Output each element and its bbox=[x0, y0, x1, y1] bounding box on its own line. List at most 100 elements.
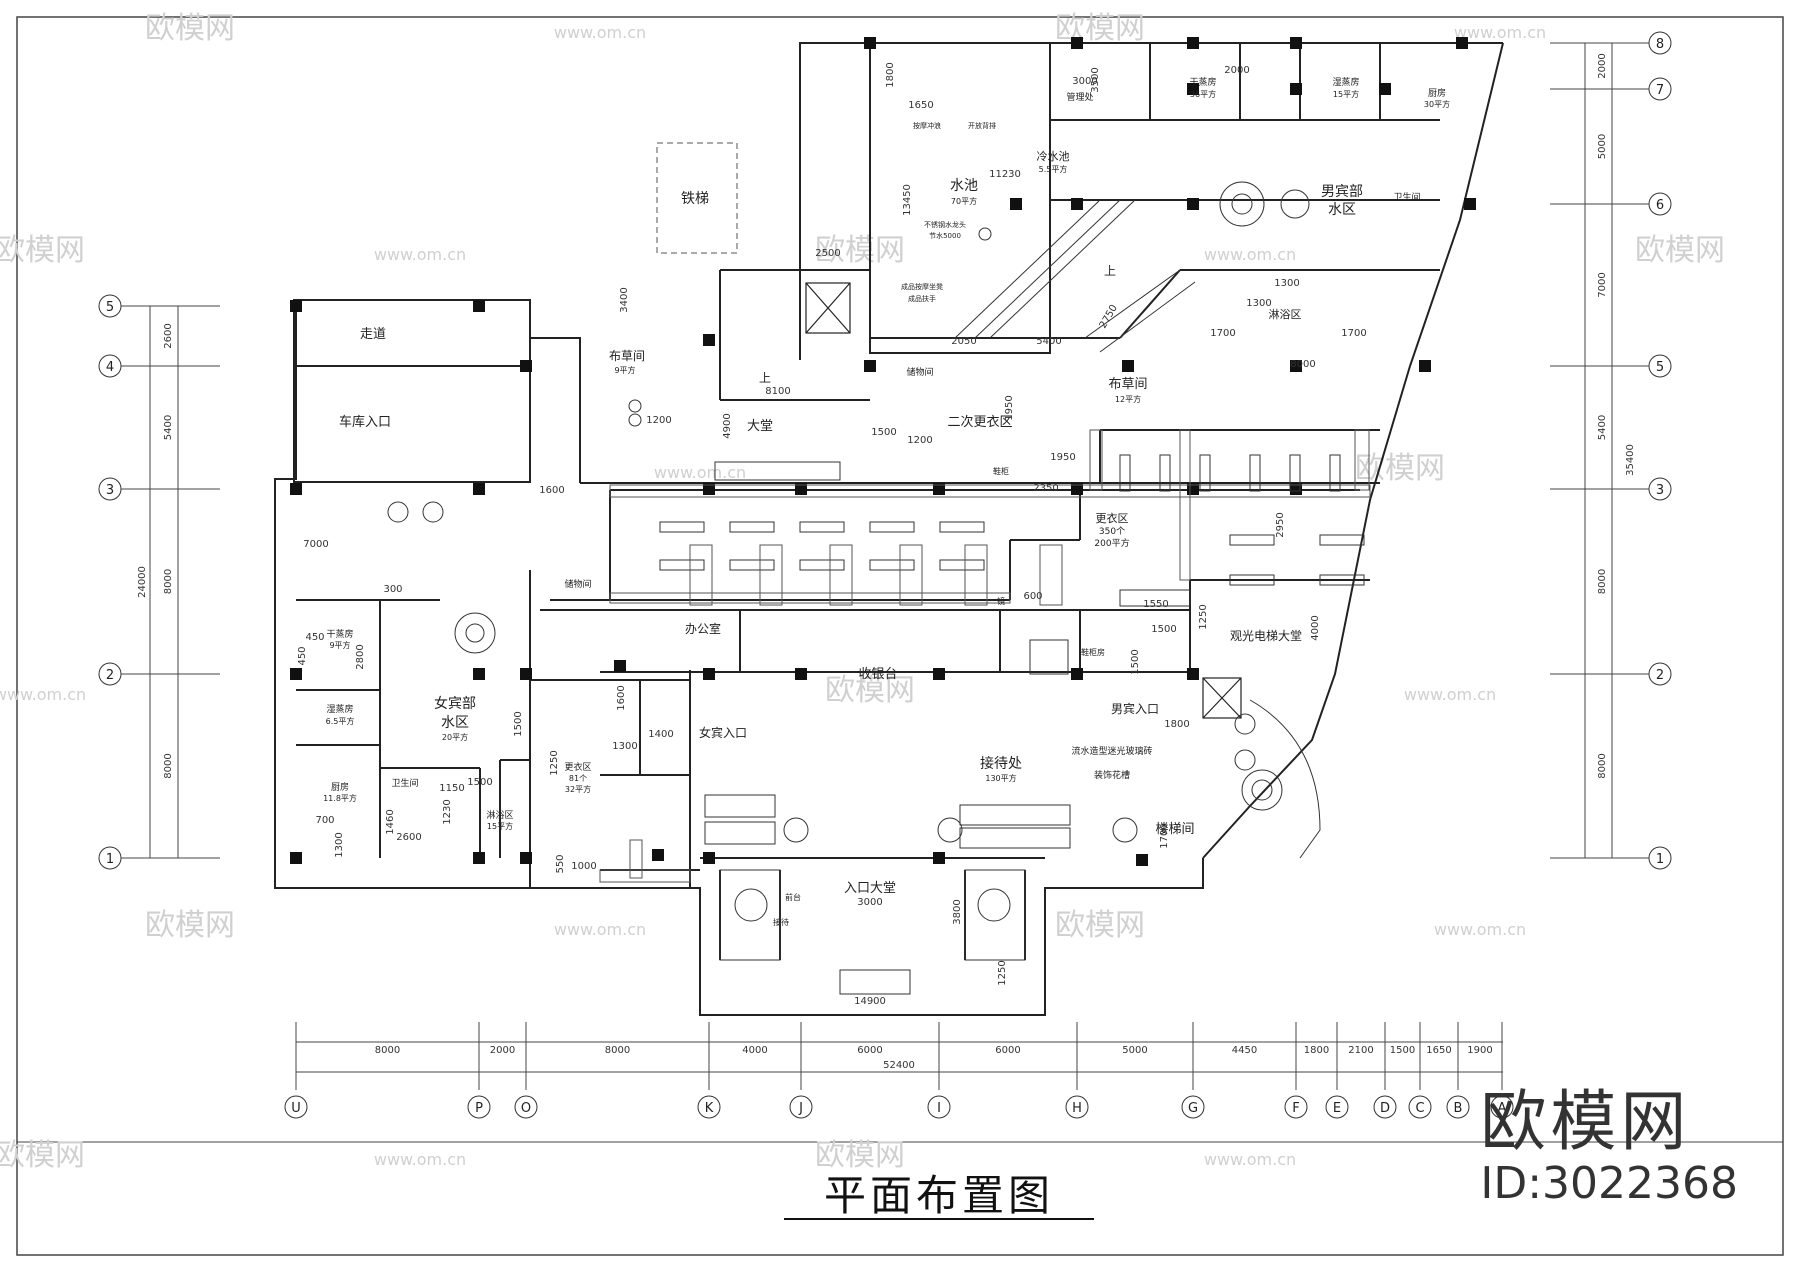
room-label-men-water2: 水区 bbox=[1328, 202, 1356, 218]
axis-row-label: 8 bbox=[1656, 37, 1664, 52]
structural-column bbox=[1071, 668, 1083, 680]
axis-col-spacing: 1800 bbox=[1304, 1045, 1329, 1056]
watermark-text: www.om.cn bbox=[1204, 1150, 1296, 1169]
locker-bench bbox=[1159, 454, 1171, 492]
dimension-d14900: 14900 bbox=[854, 996, 886, 1007]
structural-column bbox=[1290, 37, 1302, 49]
structural-column bbox=[1290, 83, 1302, 95]
dimension-d1300b: 1300 bbox=[1246, 298, 1271, 309]
dimension-d8000t: 8000 bbox=[1290, 359, 1315, 370]
axis-row-label: 3 bbox=[1656, 483, 1664, 498]
dimension-d550: 550 bbox=[555, 854, 566, 873]
room-label-sign-note: 接待 bbox=[773, 917, 789, 927]
axis-bubble-col-G bbox=[1181, 1095, 1205, 1119]
room-label-elevator-hall: 观光电梯大堂 bbox=[1230, 629, 1302, 643]
dimension-d2800: 2800 bbox=[355, 644, 366, 669]
room-label-pool-note5: 成品按摩坐凳 bbox=[901, 282, 943, 291]
structural-column bbox=[652, 849, 664, 861]
watermark-text: 欧模网 bbox=[1055, 908, 1145, 943]
structural-column bbox=[473, 300, 485, 312]
sofas bbox=[704, 461, 1191, 995]
axis-bubble-row-right-8 bbox=[1648, 31, 1672, 55]
dimension-d600: 600 bbox=[1023, 591, 1042, 602]
room-label-cashier: 收银台 bbox=[858, 667, 897, 682]
locker-benches bbox=[659, 454, 1365, 606]
dimension-d1250a: 1250 bbox=[997, 960, 1008, 985]
axis-row-spacing-left: 2600 bbox=[163, 323, 174, 348]
room-label-locker-l-count: 81个 bbox=[569, 774, 587, 783]
axis-row-label: 7 bbox=[1656, 83, 1664, 98]
axis-bubble-col-P bbox=[467, 1095, 491, 1119]
axis-row-spacing-right: 5000 bbox=[1597, 134, 1608, 159]
room-label-pool-note3: 不锈钢水龙头 bbox=[924, 220, 966, 229]
axis-col-label: O bbox=[521, 1101, 531, 1116]
structural-column bbox=[1379, 83, 1391, 95]
axis-bubble-row-right-5 bbox=[1648, 354, 1672, 378]
axis-col-label: E bbox=[1333, 1101, 1341, 1116]
axis-bubble-col-O bbox=[514, 1095, 538, 1119]
locker-bench bbox=[1229, 534, 1275, 546]
axis-row-spacing-right: 8000 bbox=[1597, 753, 1608, 778]
axis-bubble-row-left-2 bbox=[98, 662, 122, 686]
axis-bubble-col-F bbox=[1284, 1095, 1308, 1119]
room-label-women-entry: 女宾入口 bbox=[699, 725, 747, 740]
title-underline bbox=[784, 1218, 1094, 1220]
room-label-mgmt: 管理处 bbox=[1066, 91, 1093, 103]
structural-column bbox=[864, 360, 876, 372]
room-label-pool-note2: 开放背排 bbox=[968, 121, 996, 130]
room-label-decor-note1: 流水造型迷光玻璃砖 bbox=[1071, 745, 1152, 757]
axis-col-spacing: 4450 bbox=[1232, 1045, 1257, 1056]
axis-col-label: C bbox=[1415, 1101, 1424, 1116]
axis-col-label: D bbox=[1380, 1101, 1390, 1116]
axis-bubble-col-D bbox=[1373, 1095, 1397, 1119]
axis-col-spacing: 4000 bbox=[742, 1045, 767, 1056]
structural-column bbox=[1187, 83, 1199, 95]
axis-row-label: 2 bbox=[106, 668, 114, 683]
axis-bubble-row-left-1 bbox=[98, 846, 122, 870]
locker-cabinet bbox=[829, 544, 853, 606]
axis-row-spacing-right: 7000 bbox=[1597, 272, 1608, 297]
dimension-d3800: 3800 bbox=[952, 899, 963, 924]
axis-bubble-row-left-4 bbox=[98, 354, 122, 378]
structural-column bbox=[614, 660, 626, 672]
dimension-d1700a: 1700 bbox=[1210, 328, 1235, 339]
structural-column bbox=[795, 668, 807, 680]
watermark-text: www.om.cn bbox=[374, 245, 466, 264]
structural-column bbox=[1456, 37, 1468, 49]
axis-col-spacing: 2000 bbox=[490, 1045, 515, 1056]
room-label-office: 办公室 bbox=[685, 621, 721, 636]
axis-bubble-row-right-3 bbox=[1648, 477, 1672, 501]
room-label-stairwell: 楼梯间 bbox=[1155, 822, 1194, 837]
structural-column bbox=[933, 483, 945, 495]
structural-column bbox=[473, 852, 485, 864]
room-label-shower-l: 淋浴区 bbox=[486, 809, 513, 821]
locker-bench bbox=[729, 521, 775, 533]
axis-bubble-col-A bbox=[1490, 1095, 1514, 1119]
room-label-wc-r: 卫生间 bbox=[1393, 191, 1420, 203]
dimension-d1500b: 1500 bbox=[1151, 624, 1176, 635]
room-label-linen-right: 布草间 bbox=[1108, 377, 1147, 392]
watermark-text: 欧模网 bbox=[145, 11, 235, 46]
room-label-shower-l-area: 15平方 bbox=[487, 821, 513, 831]
dimension-d11230: 11230 bbox=[989, 169, 1021, 180]
dimension-d1500d: 1500 bbox=[513, 711, 524, 736]
room-label-reception: 接待处 bbox=[980, 755, 1022, 772]
drawing-border bbox=[16, 16, 1784, 1256]
structural-column bbox=[933, 852, 945, 864]
room-label-pool-note6: 成品扶手 bbox=[908, 294, 936, 303]
axis-col-label: B bbox=[1454, 1101, 1463, 1116]
room-label-garage-entrance: 车库入口 bbox=[339, 414, 391, 430]
axis-row-total-right: 35400 bbox=[1625, 444, 1636, 476]
axis-total-width: 52400 bbox=[883, 1060, 915, 1071]
locker-bench bbox=[1199, 454, 1211, 492]
dimension-d700: 700 bbox=[315, 815, 334, 826]
brand-name: 欧模网 bbox=[1480, 1083, 1691, 1160]
structural-column bbox=[703, 483, 715, 495]
room-label-dry-room: 干蒸房 bbox=[326, 628, 353, 640]
structural-column bbox=[290, 483, 302, 495]
axis-col-label: F bbox=[1292, 1101, 1299, 1116]
axis-bubble-col-I bbox=[927, 1095, 951, 1119]
axis-bubble-col-U bbox=[284, 1095, 308, 1119]
